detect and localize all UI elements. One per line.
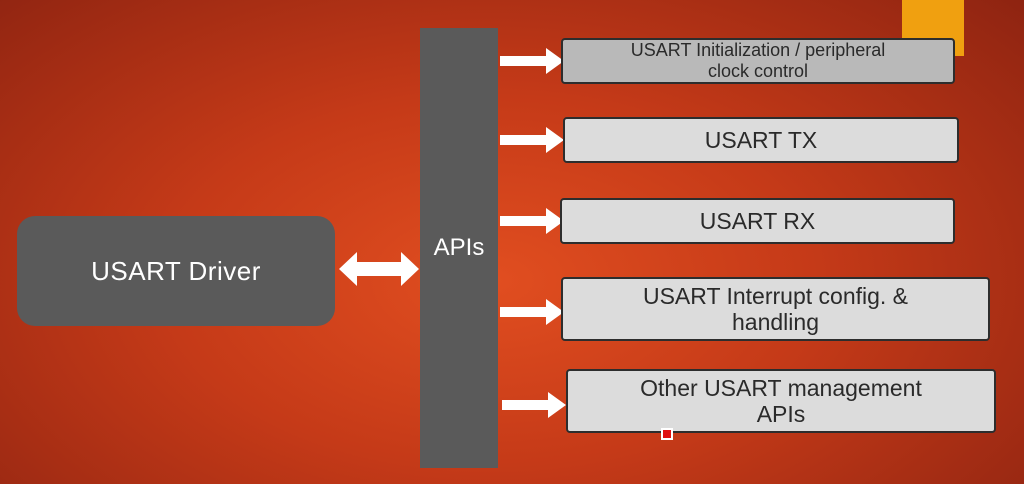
function-box-management: Other USART management APIs bbox=[566, 369, 996, 433]
function-box-init: USART Initialization / peripheral clock … bbox=[561, 38, 955, 84]
usart-driver-box: USART Driver bbox=[17, 216, 335, 326]
bidirectional-arrow-icon bbox=[339, 252, 419, 286]
function-box-interrupt: USART Interrupt config. & handling bbox=[561, 277, 990, 341]
arrow-right-icon bbox=[500, 127, 564, 153]
function-label: USART RX bbox=[699, 208, 816, 234]
apis-label: APIs bbox=[433, 234, 485, 261]
usart-driver-label: USART Driver bbox=[91, 255, 261, 286]
arrow-right-icon bbox=[502, 392, 566, 418]
arrow-right-icon bbox=[500, 299, 564, 325]
function-label: USART Initialization / peripheral clock … bbox=[630, 40, 886, 81]
function-box-rx: USART RX bbox=[560, 198, 955, 244]
function-label: USART TX bbox=[704, 127, 818, 153]
arrow-right-icon bbox=[500, 208, 564, 234]
apis-bar: APIs bbox=[420, 28, 498, 468]
function-label: USART Interrupt config. & handling bbox=[642, 283, 909, 335]
pointer-cursor-icon bbox=[661, 428, 673, 440]
arrow-right-icon bbox=[500, 48, 564, 74]
function-label: Other USART management APIs bbox=[640, 375, 922, 427]
function-box-tx: USART TX bbox=[563, 117, 959, 163]
